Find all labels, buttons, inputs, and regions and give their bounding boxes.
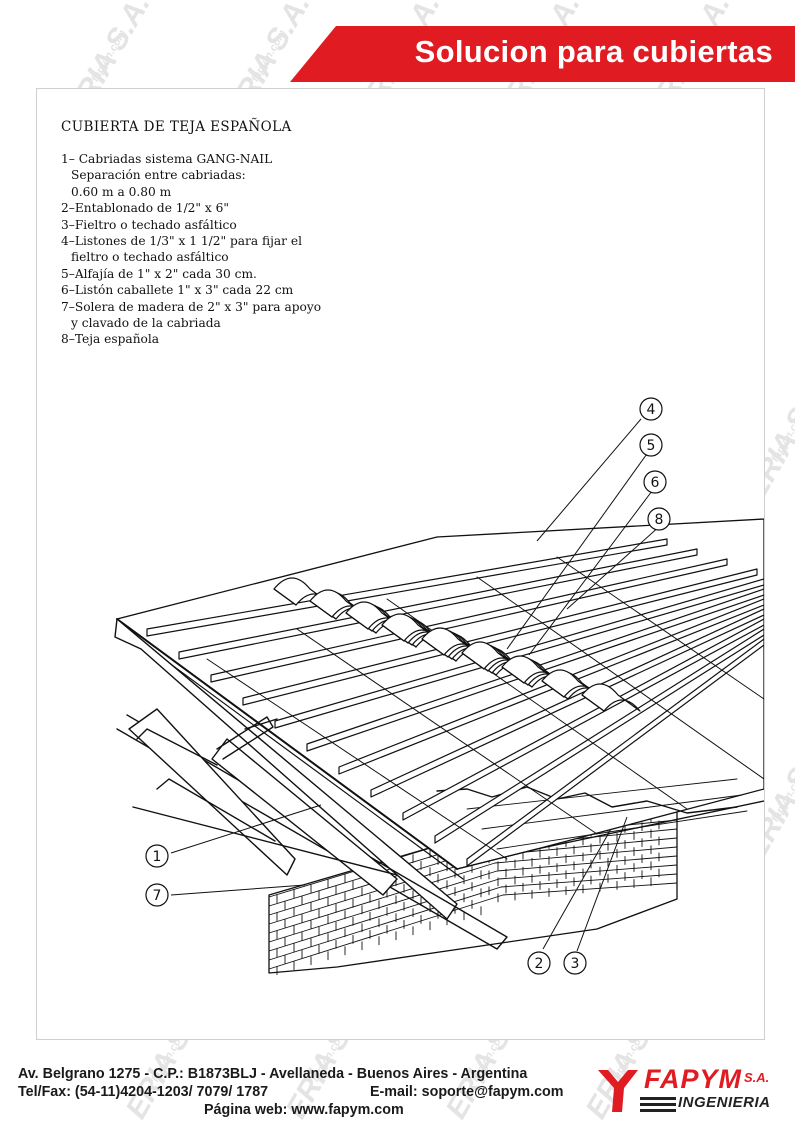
tile-edge	[461, 652, 485, 670]
tile-edge	[309, 600, 333, 618]
logo-suffix: S.A.	[744, 1070, 770, 1085]
callout-label: 5	[647, 438, 656, 454]
footer-address: Av. Belgrano 1275 - C.P.: B1873BLJ - Ave…	[18, 1066, 528, 1082]
callout-circle	[639, 397, 663, 421]
spec-item-continuation: Separación entre cabriadas:	[71, 168, 246, 183]
page-title: Solucion para cubiertas	[414, 34, 773, 69]
batten	[402, 618, 764, 821]
spec-item: 5–Alfajía de 1" x 2" cada 30 cm.	[61, 266, 257, 281]
spec-item: 8–Teja española	[61, 332, 160, 347]
callout-circle	[647, 507, 671, 531]
callout-label: 1	[153, 849, 162, 865]
batten	[178, 548, 698, 660]
spec-item: 7–Solera de madera de 2" x 3" para apoyo	[61, 299, 322, 314]
batten	[242, 568, 758, 706]
batten	[210, 558, 728, 683]
batten	[146, 538, 668, 637]
callout-circle	[145, 883, 169, 907]
logo-subtitle: INGENIERIA	[678, 1094, 771, 1111]
callout-label: 8	[655, 512, 664, 528]
brick-course	[268, 846, 678, 934]
logo-stripes-icon	[640, 1097, 676, 1112]
tile-edge	[541, 680, 565, 698]
tile-edge	[381, 624, 405, 642]
truss	[114, 618, 508, 950]
tile-edge	[273, 588, 297, 606]
callout-circle	[145, 844, 169, 868]
callout-label: 4	[647, 402, 656, 418]
footer-web: Página web: www.fapym.com	[204, 1102, 404, 1118]
tile-body	[581, 683, 641, 712]
brick-course	[268, 873, 678, 961]
callout-circle	[527, 951, 551, 975]
batten	[274, 578, 764, 729]
batten	[370, 608, 764, 798]
callout-circle	[639, 433, 663, 457]
spec-item: 3–Fieltro o techado asfáltico	[61, 217, 237, 232]
fapym-logo-icon	[598, 1070, 638, 1112]
watermark-site: fapym.com	[769, 767, 795, 825]
brick-course	[268, 864, 678, 952]
roof-battens	[146, 538, 764, 867]
leader-lines	[170, 418, 662, 952]
batten	[466, 638, 764, 867]
callout-circle	[563, 951, 587, 975]
spec-title: CUBIERTA DE TEJA ESPAÑOLA	[61, 119, 292, 135]
tile-edge	[421, 638, 445, 656]
spec-item-continuation: 0.60 m a 0.80 m	[71, 184, 172, 199]
felt-layer-edge	[436, 786, 738, 814]
spec-item-continuation: fieltro o techado asfáltico	[71, 250, 229, 265]
callout-group: 1 2 3 4 5 6 7 8	[145, 397, 671, 975]
spec-item: 6–Listón caballete 1" x 3" cada 22 cm	[61, 283, 294, 298]
roof-tile	[581, 683, 641, 712]
logo-brand: FAPYM	[644, 1064, 743, 1094]
header-banner	[290, 26, 795, 82]
callout-label: 3	[571, 956, 580, 972]
tile-edge	[581, 694, 605, 712]
spec-sheet: CUBIERTA DE TEJA ESPAÑOLA 1– Cabriadas s…	[36, 88, 765, 1040]
spanish-tiles	[273, 577, 641, 712]
watermark-site: fapym.com	[769, 407, 795, 465]
callout-label: 6	[651, 475, 660, 491]
spec-item: 2–Entablonado de 1/2" x 6"	[61, 201, 230, 216]
watermark-site: fapym.com	[249, 27, 289, 85]
spec-item-continuation: y clavado de la cabriada	[71, 316, 221, 331]
brick-wall	[268, 810, 678, 976]
footer-email: E-mail: soporte@fapym.com	[370, 1084, 564, 1100]
spec-item: 4–Listones de 1/3" x 1 1/2" para fijar e…	[61, 234, 302, 249]
watermark-site: fapym.com	[89, 27, 129, 85]
footer-phone: Tel/Fax: (54-11)4204-1203/ 7079/ 1787	[18, 1084, 269, 1100]
spec-list: 1– Cabriadas sistema GANG-NAIL Separación…	[61, 151, 421, 348]
callout-label: 7	[153, 888, 162, 904]
brick-course	[268, 855, 678, 943]
brick-course	[268, 882, 678, 970]
callout-circle	[643, 470, 667, 494]
tile-edge	[501, 666, 525, 684]
tile-edge	[345, 612, 369, 630]
batten	[434, 628, 764, 844]
spec-item: 1– Cabriadas sistema GANG-NAIL	[61, 152, 273, 166]
roof-diagram: 1 2 3 4 5 6 7 8	[114, 397, 764, 976]
callout-label: 2	[535, 956, 544, 972]
